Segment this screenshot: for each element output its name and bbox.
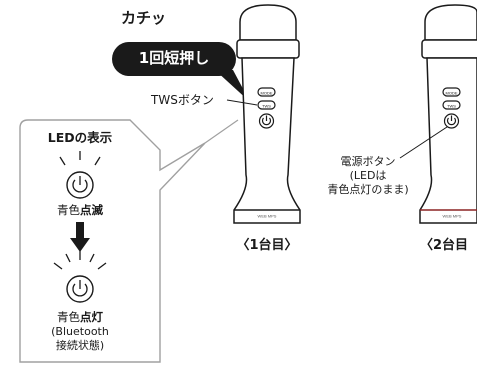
led-panel-frame bbox=[19, 119, 206, 363]
mic1-mode-label: MODE bbox=[261, 91, 273, 96]
mic2-mode-label: MODE bbox=[446, 91, 458, 96]
press-bubble bbox=[112, 42, 250, 102]
press-instruction-label: 1回短押し bbox=[138, 49, 210, 67]
transition-arrow-icon bbox=[70, 222, 90, 252]
led-state-steady-note-1: (Bluetooth bbox=[51, 325, 109, 338]
mic1-base-text: WEB MPS bbox=[258, 214, 277, 219]
tws-leader bbox=[226, 99, 258, 106]
power-icon-steady bbox=[66, 275, 94, 303]
mic2-base-text: WEB MPS bbox=[443, 214, 462, 219]
microphone-1 bbox=[233, 4, 301, 224]
tws-button-label: TWSボタン bbox=[151, 93, 214, 107]
led-state-steady-prefix: 青色 bbox=[57, 310, 80, 324]
mic2-caption: 〈2台目 bbox=[420, 238, 469, 253]
power-button-label-2: (LEDは bbox=[349, 169, 387, 182]
panel-pointer bbox=[204, 119, 239, 144]
led-panel-title: LEDの表示 bbox=[47, 130, 113, 145]
led-steady-rays bbox=[53, 251, 107, 270]
mic1-tws-label: TWS bbox=[262, 104, 271, 109]
led-state-blink-prefix: 青色 bbox=[57, 203, 80, 217]
led-blink-rays bbox=[59, 151, 101, 166]
led-state-steady: 青色点灯 bbox=[30, 310, 130, 325]
mic1-buttons bbox=[257, 87, 276, 129]
power-button-label-3: 青色点灯のまま) bbox=[327, 183, 409, 196]
led-state-blink-emph: 点滅 bbox=[80, 203, 103, 217]
power-leader bbox=[399, 126, 448, 159]
mic1-caption: 〈1台目〉 bbox=[236, 238, 298, 253]
mic2-buttons bbox=[442, 87, 461, 129]
power-button-label-1: 電源ボタン bbox=[340, 155, 396, 168]
click-sound-label: カチッ bbox=[121, 9, 167, 27]
led-state-steady-emph: 点灯 bbox=[80, 310, 103, 324]
mic2-tws-label: TWS bbox=[447, 104, 456, 109]
microphone-2 bbox=[419, 4, 477, 224]
led-state-steady-note-2: 接続状態) bbox=[55, 339, 105, 352]
power-icon-blink bbox=[66, 171, 94, 199]
led-state-blink: 青色点滅 bbox=[30, 203, 130, 218]
